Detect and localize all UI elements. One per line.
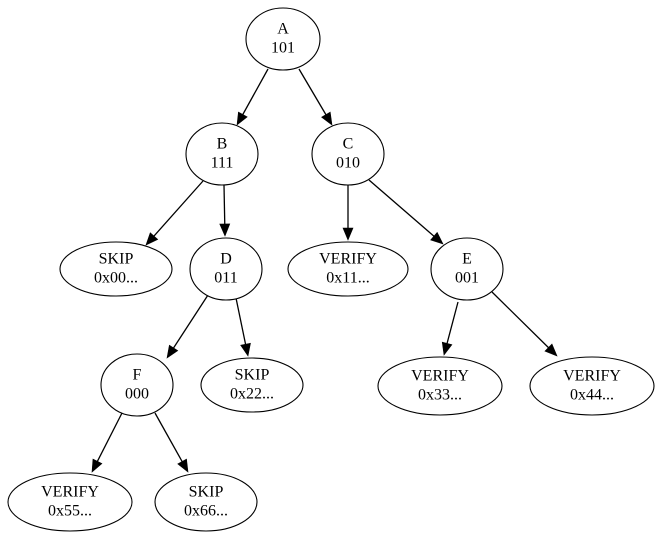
edge-line — [171, 294, 209, 350]
graph-edge-d-to-skip2 — [235, 297, 251, 357]
arrowhead-icon — [219, 223, 231, 237]
graph-edge-a-to-b — [236, 68, 269, 126]
node-ellipse[interactable] — [287, 241, 409, 297]
arrowhead-icon — [240, 342, 251, 357]
graph-node-verify1[interactable]: VERIFY0x11... — [287, 241, 409, 297]
graph-edge-b-to-d — [219, 184, 231, 237]
graph-node-verify4[interactable]: VERIFY0x44... — [529, 356, 655, 416]
arrowhead-icon — [321, 111, 333, 126]
node-circle[interactable] — [430, 237, 504, 301]
node-circle[interactable] — [100, 353, 174, 417]
edge-line — [491, 291, 551, 350]
node-ellipse[interactable] — [529, 356, 655, 416]
arrowhead-icon — [145, 232, 159, 246]
graph-edge-c-to-verify1 — [342, 185, 354, 241]
graph-edge-b-to-skip0 — [145, 180, 204, 246]
node-ellipse[interactable] — [200, 357, 304, 413]
node-ellipse[interactable] — [7, 472, 133, 532]
edge-line — [223, 184, 226, 227]
arrowhead-icon — [441, 341, 453, 356]
graph-node-skip6[interactable]: SKIP0x66... — [154, 472, 258, 532]
graph-edge-e-to-verify3 — [441, 301, 459, 356]
graph-node-skip0[interactable]: SKIP0x00... — [59, 241, 173, 297]
graph-edge-a-to-c — [298, 68, 333, 126]
edge-line — [445, 301, 459, 346]
graph-edge-e-to-verify4 — [491, 291, 558, 357]
graph-edge-f-to-verify5 — [91, 412, 123, 473]
node-circle[interactable] — [245, 7, 321, 71]
graph-node-verify5[interactable]: VERIFY0x55... — [7, 472, 133, 532]
edge-line — [298, 68, 328, 117]
graph-edge-c-to-e — [368, 179, 444, 245]
node-ellipse[interactable] — [59, 241, 173, 297]
node-circle[interactable] — [311, 122, 385, 186]
edge-line — [241, 68, 269, 117]
arrowhead-icon — [177, 458, 189, 473]
node-ellipse[interactable] — [377, 356, 503, 416]
arrowhead-icon — [91, 458, 103, 473]
node-circle[interactable] — [189, 237, 263, 301]
arrowhead-icon — [544, 343, 558, 357]
edge-line — [368, 179, 436, 238]
node-circle[interactable] — [185, 122, 259, 186]
arrowhead-icon — [430, 231, 444, 245]
edge-line — [152, 180, 204, 238]
graph-edge-d-to-f — [166, 294, 209, 359]
graph-edge-f-to-skip6 — [154, 412, 189, 473]
graph-node-verify3[interactable]: VERIFY0x33... — [377, 356, 503, 416]
edges-layer — [91, 68, 558, 473]
arrowhead-icon — [166, 344, 179, 359]
edge-line — [95, 412, 123, 464]
arrowhead-icon — [236, 111, 248, 126]
edge-line — [154, 412, 184, 464]
graph-node-skip2[interactable]: SKIP0x22... — [200, 357, 304, 413]
arrowhead-icon — [342, 227, 354, 241]
node-ellipse[interactable] — [154, 472, 258, 532]
edge-line — [235, 297, 247, 347]
